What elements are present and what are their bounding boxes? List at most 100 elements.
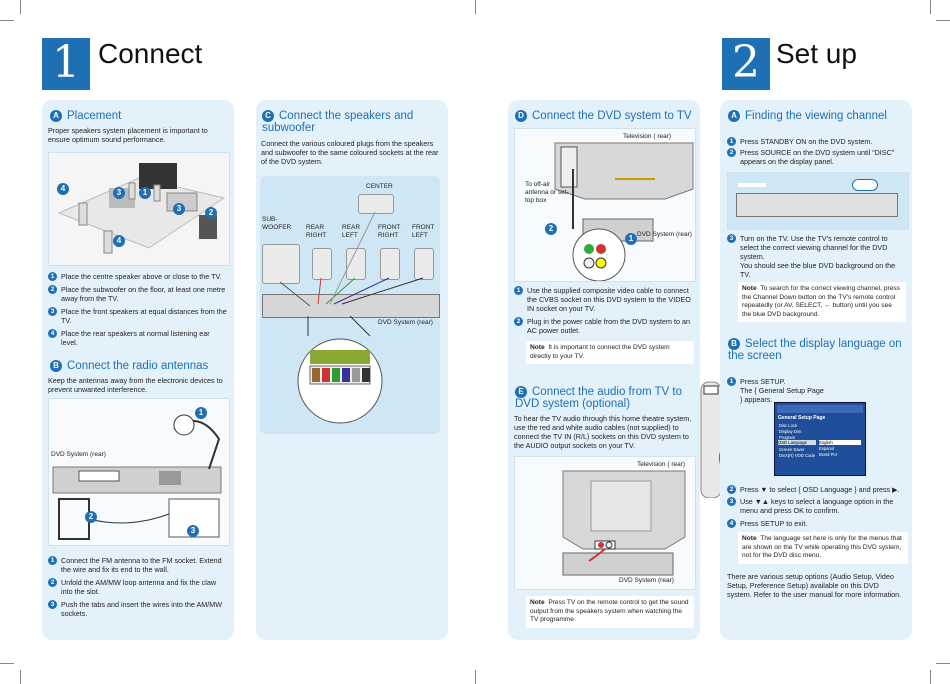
center-speaker [358, 194, 394, 214]
audio-title: Connect the audio from TV to DVD system … [515, 386, 683, 411]
badge-b: B [50, 360, 62, 372]
antenna-illustration: DVD System (rear) 1 2 3 [48, 398, 230, 546]
viewing-note: Note To search for the correct viewing c… [738, 282, 906, 322]
menu-item-display-dim: Display Dim [779, 429, 802, 434]
offair-label: To off-air antenna or set-top box [525, 181, 569, 204]
radio-device-label: DVD System (rear) [51, 451, 106, 458]
menu-item-osd-language: OSD Language [778, 440, 816, 445]
label-front-right: FRONT RIGHT [378, 224, 401, 239]
badge-d: D [515, 110, 527, 122]
speakers-intro: Connect the various coloured plugs from … [261, 139, 439, 166]
dvd-system-rear [262, 294, 440, 318]
radio-marker-3: 3 [187, 525, 199, 537]
badge-b2: B [728, 338, 740, 350]
crop-mark [936, 663, 950, 664]
placement-title: Placement [67, 110, 122, 123]
label-rear-right: REAR RIGHT [306, 224, 327, 239]
speakers-title: Connect the speakers and subwoofer [262, 110, 414, 135]
audio-device-label: DVD System (rear) [619, 577, 674, 584]
menu-header: General Setup Page [778, 415, 826, 421]
label-front-left: FRONT LEFT [412, 224, 435, 239]
section-number-box: 1 [42, 38, 90, 90]
page-title: Connect [98, 38, 203, 69]
radio-marker-2: 2 [85, 511, 97, 523]
crop-mark [930, 670, 931, 684]
marker-1: 1 [139, 187, 151, 199]
audio-drawing [562, 470, 686, 576]
crop-mark [475, 670, 476, 684]
crop-mark [475, 0, 476, 14]
label-rear-left: REAR LEFT [342, 224, 361, 239]
room-drawing [57, 163, 226, 254]
label-sub: SUB- WOOFER [262, 216, 292, 231]
menu-item-screen-saver: Screen Saver [779, 447, 805, 452]
setup-menu-screen: General Setup Page Disc Lock Display Dim… [774, 402, 866, 476]
speaker-wires [279, 211, 424, 424]
speakers-illustration: CENTER SUB- WOOFER REAR RIGHT REAR LEFT … [260, 176, 440, 434]
marker-4b: 4 [113, 235, 125, 247]
subwoofer [262, 244, 300, 284]
dvd-marker-1: 1 [625, 233, 637, 245]
crop-mark [930, 0, 931, 14]
radio-intro: Keep the antennas away from the electron… [48, 376, 223, 394]
crop-mark [936, 20, 950, 21]
speakers-device-label: DVD System (rear) [378, 319, 433, 326]
placement-heading: A Placement [50, 110, 121, 122]
menu-option-english: English [819, 440, 861, 445]
audio-tv-label: Television ( rear) [637, 461, 686, 468]
dvd-heading: D Connect the DVD system to TV [515, 110, 692, 122]
language-title: Select the display language on the scree… [728, 338, 902, 363]
source-button-callout [852, 179, 878, 191]
menu-option-brasil: Brasil Por [819, 452, 838, 457]
badge-a: A [50, 110, 62, 122]
dvd-note: Note It is important to connect the DVD … [526, 341, 694, 364]
front-left-speaker [414, 248, 434, 280]
section-number-box-2: 2 [722, 38, 770, 90]
language-note: Note The language set here is only for t… [738, 532, 908, 564]
audio-illustration: Television ( rear) DVD System (rear) [514, 456, 696, 590]
room-illustration: 4 3 1 3 2 4 [48, 152, 230, 266]
viewing-title: Finding the viewing channel [745, 110, 887, 123]
menu-item-divx: DivX(R) VOD Code [779, 453, 816, 458]
badge-c: C [262, 110, 274, 122]
rear-right-speaker [312, 248, 332, 280]
crop-mark [20, 0, 21, 14]
marker-3b: 3 [173, 203, 185, 215]
menu-item-disc-lock: Disc Lock [779, 423, 798, 428]
dvd-title: Connect the DVD system to TV [532, 110, 692, 123]
page-title-2: Set up [776, 38, 857, 69]
marker-2: 2 [205, 207, 217, 219]
audio-intro: To hear the TV audio through this home t… [514, 414, 692, 450]
crop-mark [0, 663, 14, 664]
dvd-tv-illustration: Television ( rear) To off-air antenna or… [514, 128, 696, 282]
dvd-front-panel [736, 193, 898, 217]
radio-marker-1: 1 [195, 407, 207, 419]
dvd-front-illustration [727, 172, 909, 230]
dvd-marker-2: 2 [545, 223, 557, 235]
menu-icons-bar [777, 405, 863, 413]
placement-intro: Proper speakers system placement is impo… [48, 126, 208, 144]
dvd-tv-label: Television ( rear) [623, 133, 672, 140]
language-footer: There are various setup options (Audio S… [727, 572, 902, 599]
dvd-device-label: DVD System (rear) [637, 231, 692, 238]
front-right-speaker [380, 248, 400, 280]
